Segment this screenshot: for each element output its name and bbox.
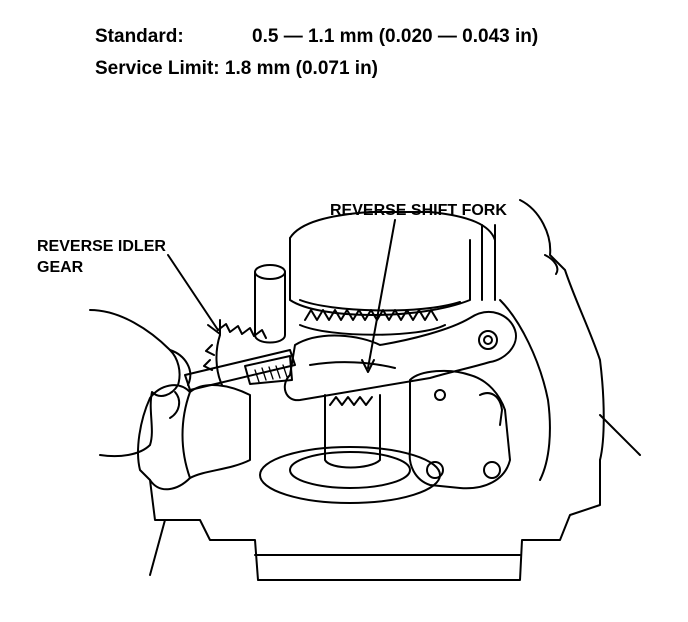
- fork-pivot-hole: [478, 330, 498, 350]
- hand-finger-2: [169, 391, 181, 419]
- leader-reverse-idler-gear: [167, 254, 219, 331]
- reverse-idler-gear-label-line2: GEAR: [37, 259, 84, 276]
- leader-reverse-shift-fork-arrow: [361, 359, 375, 373]
- center-shaft-teeth: [329, 396, 373, 406]
- drum-gear-teeth: [304, 309, 438, 321]
- standard-label: Standard:: [95, 26, 184, 47]
- center-shaft: [324, 394, 381, 469]
- housing-right-leader: [599, 414, 641, 456]
- drum-lower-rim: [299, 299, 461, 312]
- drum-top-arc: [289, 211, 496, 241]
- service-limit-spec: Service Limit: 1.8 mm (0.071 in): [95, 57, 378, 81]
- bracket-tab: [479, 392, 503, 426]
- housing-flange-left: [137, 384, 251, 491]
- housing-right-notch: [544, 254, 559, 275]
- leader-reverse-shift-fork: [367, 219, 396, 369]
- hand-finger-1: [169, 349, 192, 386]
- housing-right-outer: [519, 199, 605, 461]
- center-collar: [289, 451, 411, 489]
- feeler-gauge-hatch: [254, 364, 288, 383]
- bracket-bolt-bottom-left: [426, 461, 444, 479]
- feeler-gauge: [184, 349, 296, 391]
- housing-lower-left-rib: [149, 519, 166, 576]
- leader-reverse-idler-gear-arrow: [207, 319, 221, 335]
- reverse-shift-fork-label: REVERSE SHIFT FORK: [330, 202, 507, 219]
- fork-pivot-hole-inner: [483, 335, 493, 345]
- fork-bracket-plate: [408, 369, 511, 490]
- hand-outline: [89, 309, 181, 458]
- idler-gear-body: [215, 334, 223, 386]
- feeler-gauge-tip: [244, 355, 293, 385]
- reverse-idler-gear-label: REVERSE IDLER GEAR: [37, 236, 166, 278]
- drum-gear-base: [299, 324, 446, 336]
- bracket-bolt-bottom-right: [483, 461, 501, 479]
- center-collar-outer: [259, 446, 441, 504]
- service-limit-label: Service Limit:: [95, 58, 220, 79]
- drum-body: [289, 237, 471, 316]
- bracket-bolt-top: [434, 389, 446, 401]
- standard-value: 0.5 — 1.1 mm (0.020 — 0.043 in): [252, 26, 539, 47]
- housing-lower-body: [149, 459, 601, 581]
- idler-shaft-top: [254, 264, 286, 280]
- housing-right-inner: [499, 299, 551, 481]
- service-limit-value: 1.8 mm (0.071 in): [224, 58, 379, 79]
- housing-inner-left: [181, 391, 191, 479]
- standard-spec: Standard: 0.5 — 1.1 mm (0.020 — 0.043 in): [95, 25, 538, 49]
- reverse-shift-fork: [283, 311, 517, 402]
- fork-inner-slot: [309, 361, 396, 369]
- reverse-idler-gear-label-line1: REVERSE IDLER: [37, 238, 166, 255]
